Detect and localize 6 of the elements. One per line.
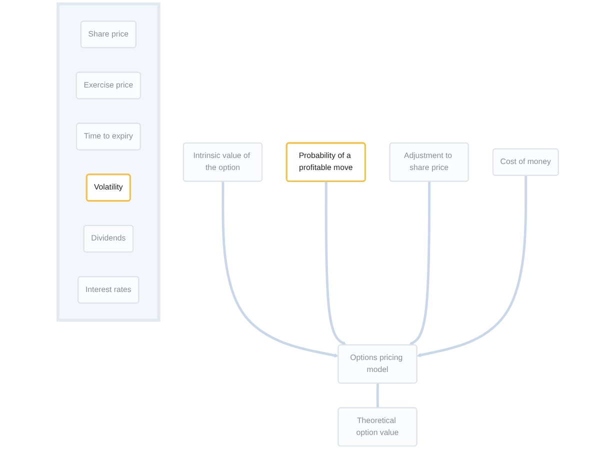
arrow — [222, 182, 338, 358]
arrow — [324, 182, 346, 346]
arrow — [408, 182, 430, 346]
cluster — [56, 2, 160, 322]
arrow — [416, 176, 527, 358]
connector — [376, 383, 379, 408]
